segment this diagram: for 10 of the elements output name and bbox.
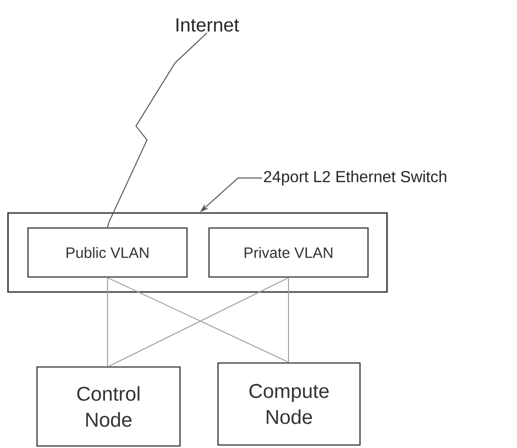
cable-line [288, 277, 289, 363]
switch-box [7, 212, 388, 293]
switch-label: 24port L2 Ethernet Switch [264, 170, 446, 186]
vlan-box: Private VLAN [208, 227, 369, 278]
lightning-link [107, 32, 208, 228]
network-label: Internet [176, 18, 240, 32]
vlan-box: Public VLAN [27, 227, 188, 278]
server-box: Compute Node [217, 362, 361, 446]
server-box: Control Node [36, 366, 181, 447]
cable-line [107, 277, 108, 367]
